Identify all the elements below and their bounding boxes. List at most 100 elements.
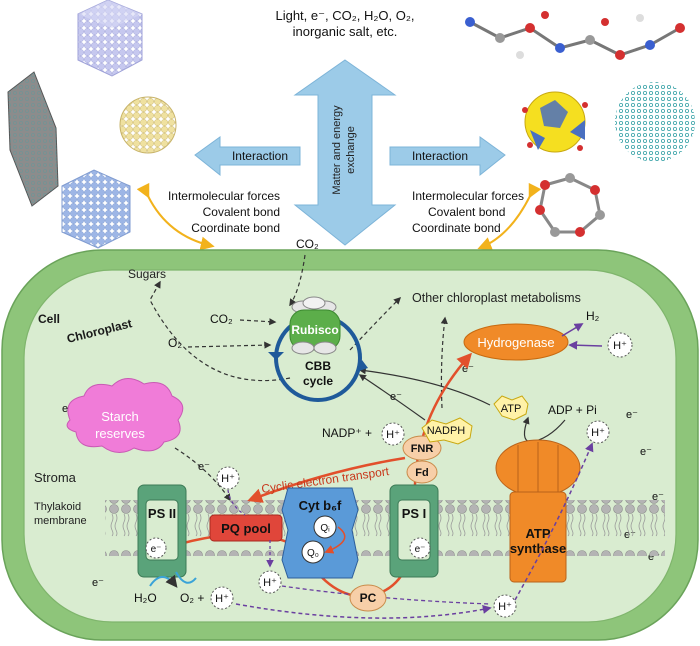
- nadph-to-other-arrow: [440, 316, 448, 409]
- forces-right-2: Covalent bond: [428, 205, 505, 219]
- e-label-starch: e⁻: [198, 461, 210, 473]
- nanomaterial-cube-lavender: [77, 0, 143, 77]
- h-plus-badge-pq-top: H⁺: [216, 466, 240, 490]
- stroma-label: Stroma: [34, 470, 77, 485]
- atp-synthase-label-2: synthase: [510, 541, 566, 556]
- svg-text:H⁺: H⁺: [613, 340, 627, 352]
- psi-e-badge: [409, 537, 431, 559]
- cyt-b6f-label: Cyt b₆f: [299, 498, 342, 513]
- qi-site: Qᵢ: [313, 515, 337, 539]
- proton-lumen-arrow: [235, 603, 492, 619]
- qo-site: Q₀: [301, 540, 325, 564]
- forces-left-1: Intermolecular forces: [168, 189, 280, 203]
- cyclic-electron-path: [247, 456, 406, 503]
- interaction-right-label: Interaction: [412, 149, 468, 163]
- co2-entry-arrow: [289, 254, 306, 307]
- h-plus-pq-arrow: [227, 489, 246, 516]
- o2-label: O₂: [168, 336, 182, 350]
- interaction-arrow-right: [389, 136, 506, 177]
- nadph-label: NADPH: [427, 425, 466, 437]
- thylakoid-label-2: membrane: [34, 515, 87, 527]
- nanomaterial-cube-blue: [61, 169, 131, 249]
- svg-text:e⁻: e⁻: [415, 544, 426, 555]
- atp-synthase: [495, 439, 581, 583]
- cbb-label-2: cycle: [303, 374, 333, 388]
- rubisco: [289, 296, 341, 355]
- starch-label-1: Starch: [101, 409, 139, 424]
- exchange-inputs-line1: Light, e⁻, CO₂, H₂O, O₂,: [275, 8, 414, 23]
- psii-e-badge: [145, 537, 167, 559]
- psii: [137, 484, 187, 578]
- molecule-peptide-chain: [465, 11, 685, 60]
- pq-pool-label: PQ pool: [221, 521, 271, 536]
- e-label-4: e⁻: [626, 409, 638, 421]
- nadph-burst: [421, 417, 473, 445]
- e-label-5: e⁻: [640, 446, 652, 458]
- svg-text:H⁺: H⁺: [263, 577, 277, 589]
- molecule-polyoxometalate: [522, 91, 588, 153]
- starch-label-2: reserves: [95, 426, 145, 441]
- forces-left-arrow: [136, 182, 215, 251]
- thylakoid-membrane: [105, 500, 665, 556]
- e-label-hydrogenase: e⁻: [462, 363, 474, 375]
- atp-label: ATP: [501, 403, 522, 415]
- exchange-label-2: exchange: [345, 126, 357, 174]
- other-metabolisms-label: Other chloroplast metabolisms: [412, 291, 581, 305]
- q-cycle-arrows: [324, 526, 346, 554]
- forces-left-2: Covalent bond: [203, 205, 280, 219]
- interaction-arrow-left: [194, 136, 301, 177]
- psi: [389, 484, 439, 578]
- nadph-to-cbb-arrow: [358, 374, 426, 421]
- starch-to-pq-arrow: [174, 447, 231, 502]
- h-plus-badge-lumen-right: H⁺: [493, 594, 517, 618]
- psii-water-arrow: [175, 571, 197, 584]
- matter-energy-exchange-arrow: [293, 59, 397, 246]
- svg-text:H⁺: H⁺: [215, 593, 229, 605]
- forces-right-arrow: [477, 182, 542, 251]
- forces-left-3: Coordinate bond: [191, 221, 280, 235]
- proton-synthase-arrow: [514, 442, 594, 601]
- h-plus-hydrogenase-arrow: [568, 340, 603, 350]
- water-split-arrow: [149, 574, 178, 588]
- thylakoid-label-1: Thylakoid: [34, 501, 81, 513]
- pq-pool: [209, 514, 283, 542]
- h-plus-badge-lumen-cyt: H⁺: [258, 570, 282, 594]
- svg-text:Q₀: Q₀: [307, 548, 319, 559]
- pc-label: PC: [360, 591, 377, 605]
- co2-entry: CO₂: [296, 237, 319, 251]
- exchange-label-1: Matter and energy: [331, 105, 343, 195]
- nanomaterial-sphere-gold: [119, 96, 177, 154]
- svg-text:H⁺: H⁺: [498, 601, 512, 613]
- svg-text:H⁺: H⁺: [591, 427, 605, 439]
- psi-label: PS I: [402, 506, 427, 521]
- rubisco-label: Rubisco: [291, 323, 338, 337]
- h-plus-badge-nadp: H⁺: [381, 422, 405, 446]
- h-plus-badge-water: H⁺: [210, 586, 234, 610]
- adp-label: ADP + Pi: [548, 403, 597, 417]
- svg-text:e⁻: e⁻: [151, 544, 162, 555]
- h2-arrow: [561, 323, 584, 337]
- fd-label: Fd: [415, 467, 428, 479]
- atp-to-cbb-arrow: [358, 367, 491, 406]
- forces-right-1: Intermolecular forces: [412, 189, 524, 203]
- interaction-left-label: Interaction: [232, 149, 288, 163]
- e-label-cbb: e⁻: [390, 391, 402, 403]
- h2-label: H₂: [586, 309, 600, 323]
- cell-label: Cell: [38, 312, 60, 326]
- molecule-graphene-sheet: [615, 82, 695, 162]
- nadp-label: NADP⁺ +: [322, 426, 372, 440]
- starch-reserves: [66, 378, 184, 453]
- molecule-crown-ether: [535, 173, 605, 237]
- h2o-label: H₂O: [134, 591, 157, 605]
- co2-to-rubisco-arrow: [239, 318, 277, 326]
- psii-label: PS II: [148, 506, 176, 521]
- nanomaterial-tube-gray: [7, 71, 59, 207]
- atp-synthase-label-1: ATP: [525, 526, 550, 541]
- hydrogenase-label: Hydrogenase: [477, 335, 554, 350]
- e-label-3: e⁻: [92, 577, 104, 589]
- fnr-label: FNR: [411, 443, 434, 455]
- fd: [406, 460, 438, 484]
- h-plus-badge-stroma-right: H⁺: [586, 420, 610, 444]
- svg-text:H⁺: H⁺: [221, 473, 235, 485]
- to-other-metabolisms-arrow: [349, 296, 402, 351]
